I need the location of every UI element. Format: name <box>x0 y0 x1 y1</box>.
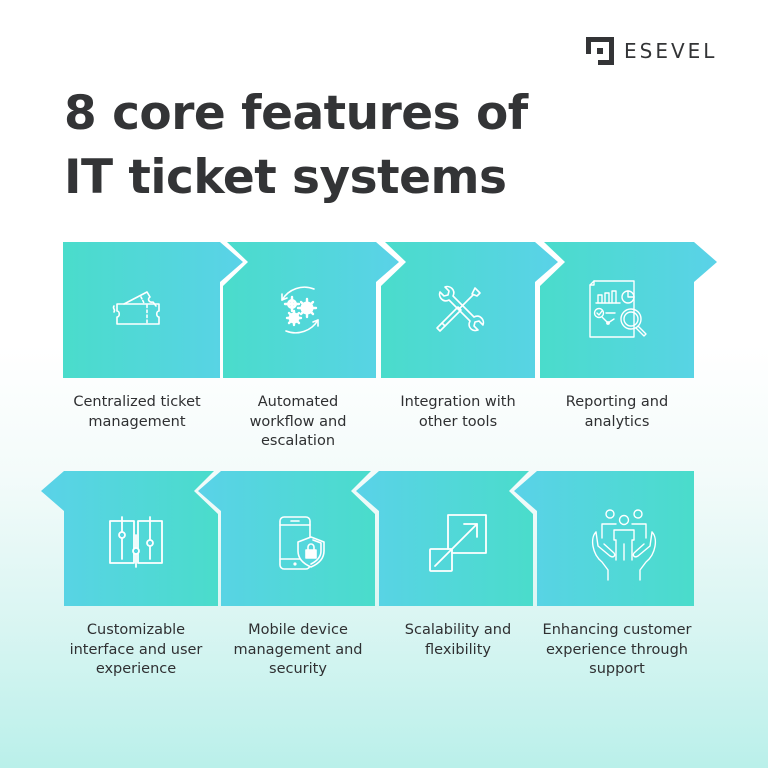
feature-label-line: support <box>589 661 645 677</box>
feature-label-1: Centralized ticket management <box>57 393 217 432</box>
feature-label-line: management and <box>233 641 363 658</box>
feature-label-line: Mobile device <box>248 622 348 638</box>
gears-cycle-icon <box>270 280 330 340</box>
feature-panel-1 <box>63 242 243 378</box>
feature-panel-5 <box>41 471 218 606</box>
feature-label-line: analytics <box>584 413 650 430</box>
feature-panel-6 <box>198 471 375 606</box>
feature-label-line: flexibility <box>425 641 491 658</box>
resize-arrow-icon <box>426 509 492 575</box>
hands-people-icon <box>586 502 662 582</box>
feature-panel-7 <box>356 471 533 606</box>
feature-label-line: management <box>88 413 186 430</box>
logo-mark-icon <box>586 37 614 65</box>
feature-label-8: Enhancing customer experience through su… <box>530 621 704 680</box>
wrench-screwdriver-icon <box>428 280 488 340</box>
feature-label-line: other tools <box>418 413 498 430</box>
feature-row-2 <box>41 471 694 606</box>
phone-shield-icon <box>270 513 330 573</box>
feature-label-line: Centralized ticket <box>73 394 201 410</box>
feature-label-line: experience <box>95 661 177 677</box>
feature-panel-8 <box>514 471 694 606</box>
feature-label-line: Enhancing customer <box>542 622 692 638</box>
feature-label-line: interface and user <box>69 641 203 658</box>
feature-label-line: Automated <box>257 394 339 410</box>
brand-name: ESEVEL <box>624 39 718 63</box>
feature-panel-3 <box>381 242 558 378</box>
feature-label-7: Scalability and flexibility <box>378 621 538 660</box>
feature-label-4: Reporting and analytics <box>537 393 697 432</box>
feature-label-line: experience through <box>546 641 688 658</box>
title-line-2: IT ticket systems <box>64 150 507 205</box>
ticket-icon <box>107 280 167 340</box>
title-line-1: 8 core features of <box>64 86 528 141</box>
feature-label-line: Integration with <box>400 394 516 410</box>
feature-label-3: Integration with other tools <box>378 393 538 432</box>
report-magnifier-icon <box>586 275 661 345</box>
feature-label-line: escalation <box>260 433 336 449</box>
feature-label-5: Customizable interface and user experien… <box>56 621 216 680</box>
page-title: 8 core features of IT ticket systems <box>64 82 528 210</box>
feature-label-6: Mobile device management and security <box>218 621 378 680</box>
feature-label-line: Customizable <box>86 622 186 638</box>
feature-label-2: Automated workflow and escalation <box>218 393 378 452</box>
feature-label-line: workflow and <box>249 413 347 430</box>
sliders-icon <box>106 515 166 575</box>
brand-logo: ESEVEL <box>586 37 717 65</box>
feature-label-line: Scalability and <box>404 622 512 638</box>
feature-label-line: Reporting and <box>565 394 669 410</box>
feature-label-line: security <box>269 661 327 677</box>
